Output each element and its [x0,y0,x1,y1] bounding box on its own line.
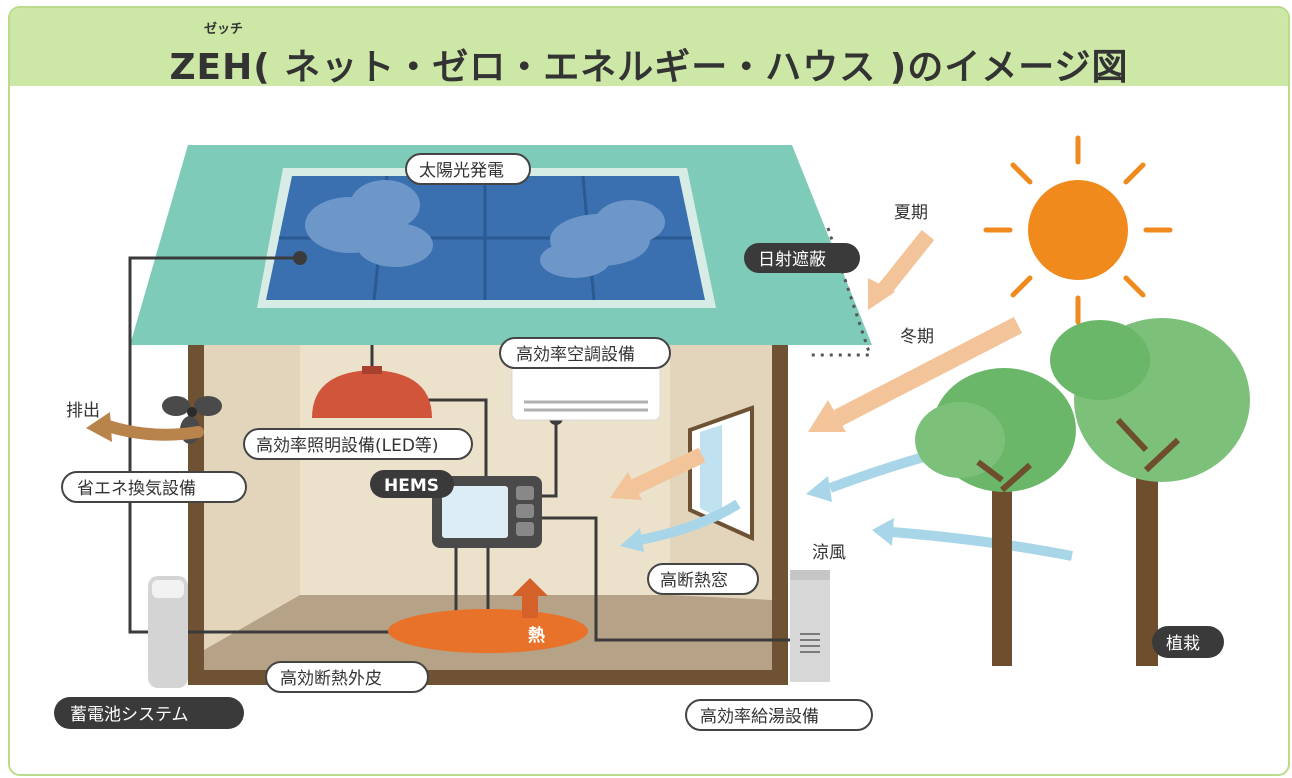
pill-hems: HEMS [370,470,454,498]
tree-trunk [992,470,1012,666]
pill-planting: 植栽 [1152,626,1224,658]
pill-window: 高断熱窓 [647,563,759,595]
label-lighting: 高効率照明設備(LED等) [256,436,439,456]
label-heat: 熱 [528,625,545,646]
label-summer: 夏期 [894,203,928,223]
hems-panel-icon [432,476,542,548]
tree-canopy [1050,320,1150,400]
lamp-icon [312,370,432,418]
title-ruby: ゼッチ [204,22,244,37]
exhaust-arrowhead [86,412,112,442]
page-title: ZEH( ネット・ゼロ・エネルギー・ハウス )のイメージ図 [169,47,1129,88]
trees [915,318,1250,666]
indoor-sun-arrow [610,447,706,500]
label-hems: HEMS [384,476,439,496]
pill-water-heater: 高効率給湯設備 [685,699,873,731]
pill-battery: 蓄電池システム [54,697,244,729]
solar-panel [257,168,716,308]
label-window: 高断熱窓 [660,571,728,591]
cloud-reflection [305,180,665,278]
label-shading: 日射遮蔽 [758,250,826,270]
summer-sun-arrow [868,230,935,310]
label-winter: 冬期 [900,327,934,347]
pill-aircon: 高効率空調設備 [499,337,671,369]
label-aircon: 高効率空調設備 [516,345,635,365]
label-breeze: 涼風 [812,543,846,563]
tree-branches [976,417,1181,493]
label-ventilation: 省エネ換気設備 [77,479,196,499]
label-battery: 蓄電池システム [70,705,189,725]
heat-spot [388,609,588,653]
sun-icon [983,135,1173,325]
water-heater-icon [790,570,830,682]
cool-breeze-arrowheads [620,476,894,552]
exhaust-arrow [99,419,204,441]
label-exhaust: 排出 [66,401,100,421]
label-shell: 高効断熱外皮 [280,669,382,689]
battery-icon [148,576,188,688]
pill-shading: 日射遮蔽 [744,243,860,273]
air-conditioner-icon [511,361,661,421]
title-bar: ゼッチ ZEH( ネット・ゼロ・エネルギー・ハウス )のイメージ図 [10,8,1288,88]
label-water-heater: 高効率給湯設備 [700,707,819,727]
shading-line [810,227,873,357]
lamp-cap [362,366,382,374]
pill-lighting: 高効率照明設備(LED等) [243,428,473,460]
pill-solar: 太陽光発電 [405,153,531,185]
pill-ventilation: 省エネ換気設備 [61,471,247,503]
tree-trunk [1136,430,1158,666]
heat-arrow [512,578,548,618]
label-planting: 植栽 [1166,634,1200,654]
tree-canopy [915,402,1005,478]
pill-shell: 高効断熱外皮 [265,661,429,693]
label-solar: 太陽光発電 [419,161,504,181]
winter-sun-arrow [808,317,1023,432]
